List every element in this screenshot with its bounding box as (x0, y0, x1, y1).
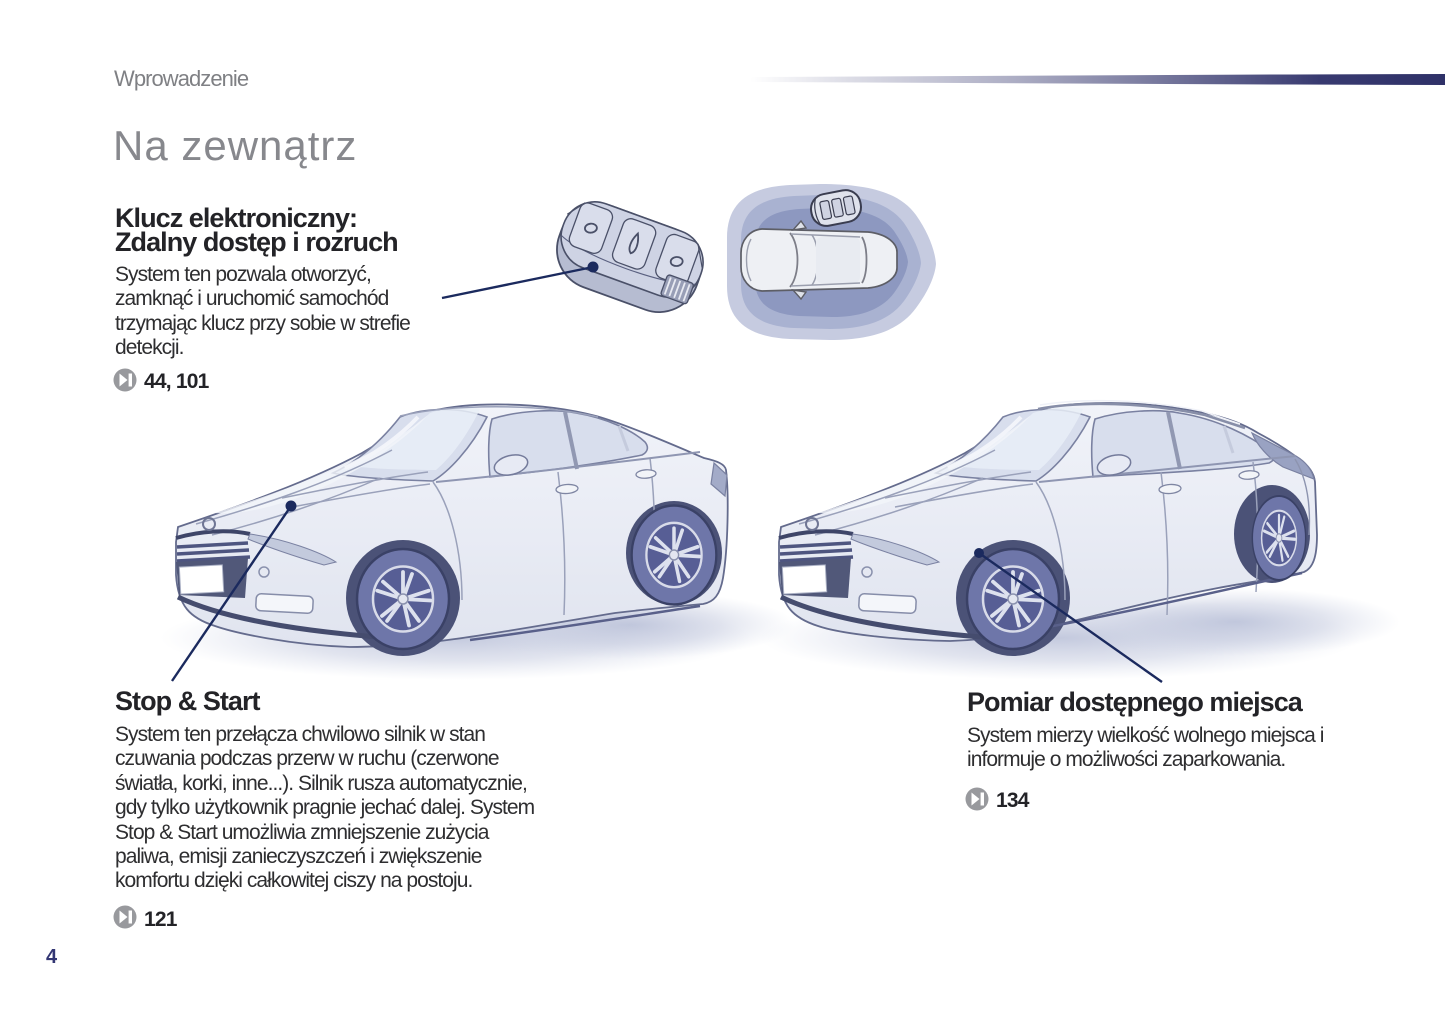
svg-text:134: 134 (996, 789, 1030, 812)
svg-text:121: 121 (144, 908, 178, 931)
svg-text:44, 101: 44, 101 (144, 370, 210, 393)
